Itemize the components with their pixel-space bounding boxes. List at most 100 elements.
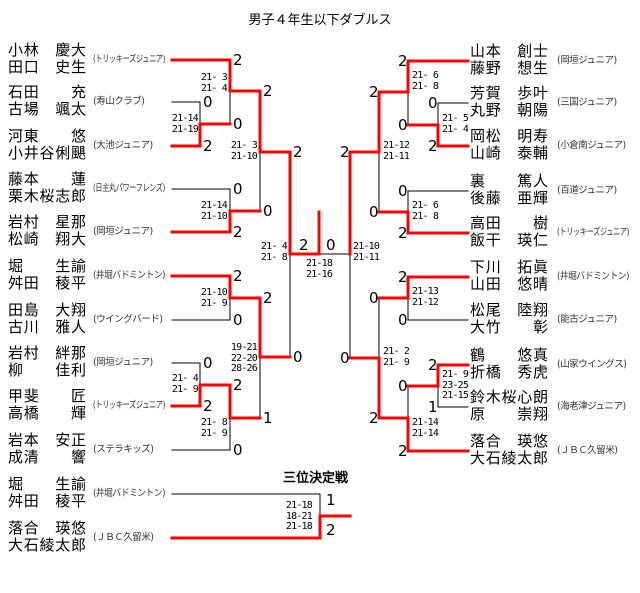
player-pair: 岩村 絆那柳 佳利 <box>8 345 86 379</box>
player-name: 古場 颯太 <box>8 100 86 118</box>
match-score: 2 <box>326 521 336 539</box>
player-name: 岩村 星那 <box>8 213 86 231</box>
page-title: 男子４年生以下ダブルス <box>248 13 392 28</box>
player-name: 栗木桜志郎 <box>8 187 86 205</box>
match-score: 0 <box>428 94 438 112</box>
match-score: 0 <box>233 311 243 329</box>
player-pair: 藤本 蓮栗木桜志郎 <box>8 171 86 205</box>
player-name: 甲斐 匠 <box>8 387 86 405</box>
match-score: 0 <box>340 349 350 367</box>
player-name: 古川 雅人 <box>8 318 86 336</box>
match-score: 2 <box>398 268 408 286</box>
player-name: 芳賀 歩叶 <box>470 84 548 102</box>
player-name: 田島 大翔 <box>8 301 86 319</box>
game-scores: 21-12 21-11 <box>383 140 410 162</box>
player-pair: 高田 樹飯干 瑛仁 <box>470 215 548 249</box>
player-name: 松尾 陸翔 <box>470 301 548 319</box>
player-name: 折橋 秀虎 <box>470 363 548 381</box>
game-scores: 21-18 18-21 21-18 <box>285 500 313 532</box>
player-pair: 鈴木桜心朗原 崇翔 <box>470 389 548 423</box>
match-score: 2 <box>340 143 350 161</box>
player-name: 裏 篤人 <box>470 172 548 190</box>
team-name: (寿山クラブ) <box>93 96 145 107</box>
game-scores: 21- 2 21- 9 <box>383 346 410 368</box>
player-name: 原 崇翔 <box>470 405 548 423</box>
match-score: 0 <box>326 236 336 254</box>
player-name: 丸野 朝陽 <box>470 101 548 119</box>
player-name: 舛田 稜平 <box>8 492 86 510</box>
match-score: 0 <box>369 203 379 221</box>
match-score: 1 <box>263 409 273 427</box>
team-name: (海老津ジュニア) <box>557 401 626 412</box>
team-name: (三国ジュニア) <box>557 97 617 108</box>
player-pair: 河東 悠小井谷俐颶 <box>8 128 86 162</box>
match-score: 2 <box>203 397 213 415</box>
team-name: (井堀バドミントン) <box>557 271 630 282</box>
game-scores: 21- 6 21- 8 <box>412 70 439 92</box>
player-pair: 裏 篤人後藤 亜輝 <box>470 173 548 207</box>
player-pair: 堀 生諭舛田 稜平 <box>8 476 86 510</box>
team-name: (ＪＢＣ久留米) <box>93 532 154 543</box>
game-scores: 21-14 21-10 <box>200 200 228 222</box>
match-score: 0 <box>203 354 213 372</box>
match-score: 2 <box>263 289 273 307</box>
match-score: 2 <box>233 267 243 285</box>
game-scores: 21-14 21-14 <box>412 417 439 439</box>
player-name: 堀 生諭 <box>8 475 86 493</box>
match-score: 0 <box>398 377 408 395</box>
match-score: 0 <box>369 289 379 307</box>
game-scores: 21- 3 21-10 <box>230 140 258 162</box>
game-scores: 21-13 21-12 <box>412 286 439 308</box>
team-name: (能古ジュニア) <box>557 314 617 325</box>
team-name: (ウイングバード) <box>93 314 163 325</box>
player-name: 河東 悠 <box>8 127 86 145</box>
match-score: 0 <box>398 311 408 329</box>
player-name: 石田 充 <box>8 83 86 101</box>
match-score: 0 <box>293 348 303 366</box>
match-score: 2 <box>398 52 408 70</box>
game-scores: 21- 8 21- 9 <box>200 417 228 439</box>
player-name: 山本 創士 <box>470 42 548 60</box>
player-name: 小井谷俐颶 <box>8 144 86 162</box>
player-name: 藤野 想生 <box>470 59 548 77</box>
team-name: (トリッキーズジュニア) <box>93 400 166 411</box>
player-name: 大石綾太郎 <box>470 449 548 467</box>
game-scores: 21- 6 21- 8 <box>412 200 439 222</box>
game-scores: 21-18 21-16 <box>305 258 333 280</box>
match-score: 1 <box>428 398 438 416</box>
match-score: 0 <box>233 115 243 133</box>
match-score: 2 <box>233 51 243 69</box>
match-score: 2 <box>398 442 408 460</box>
player-pair: 下川 拓眞山田 悠晴 <box>470 259 548 293</box>
team-name: (ＪＢＣ久留米) <box>557 445 618 456</box>
player-name: 落合 瑛悠 <box>8 519 86 537</box>
player-name: 高橋 輝 <box>8 404 86 422</box>
player-pair: 岩村 星那松崎 翔大 <box>8 214 86 248</box>
team-name: (岡垣ジュニア) <box>93 357 153 368</box>
match-score: 2 <box>233 223 243 241</box>
player-pair: 石田 充古場 颯太 <box>8 84 86 118</box>
player-pair: 落合 瑛悠大石綾太郎 <box>470 433 548 467</box>
player-pair: 芳賀 歩叶丸野 朝陽 <box>470 85 548 119</box>
player-name: 堀 生諭 <box>8 257 86 275</box>
game-scores: 19-21 22-20 28-26 <box>230 342 258 374</box>
player-pair: 鶴 悠真折橋 秀虎 <box>470 347 548 381</box>
game-scores: 21-10 21- 9 <box>200 287 228 309</box>
player-name: 下川 拓眞 <box>470 258 548 276</box>
match-score: 2 <box>369 83 379 101</box>
player-name: 藤本 蓮 <box>8 170 86 188</box>
match-score: 0 <box>398 182 408 200</box>
match-score: 0 <box>233 180 243 198</box>
team-name: (岡垣ジュニア) <box>93 226 153 237</box>
game-scores: 21- 5 21- 4 <box>442 113 469 135</box>
game-scores: 21-14 21-19 <box>171 113 199 135</box>
player-name: 山田 悠晴 <box>470 275 548 293</box>
player-name: 岩村 絆那 <box>8 344 86 362</box>
third-place-title: 三位決定戦 <box>283 471 349 486</box>
player-name: 小林 慶大 <box>8 41 86 59</box>
player-name: 岡松 明寿 <box>470 127 548 145</box>
team-name: (ステラキッズ) <box>93 444 154 455</box>
team-name: (大池ジュニア) <box>93 140 153 151</box>
match-score: 2 <box>233 376 243 394</box>
